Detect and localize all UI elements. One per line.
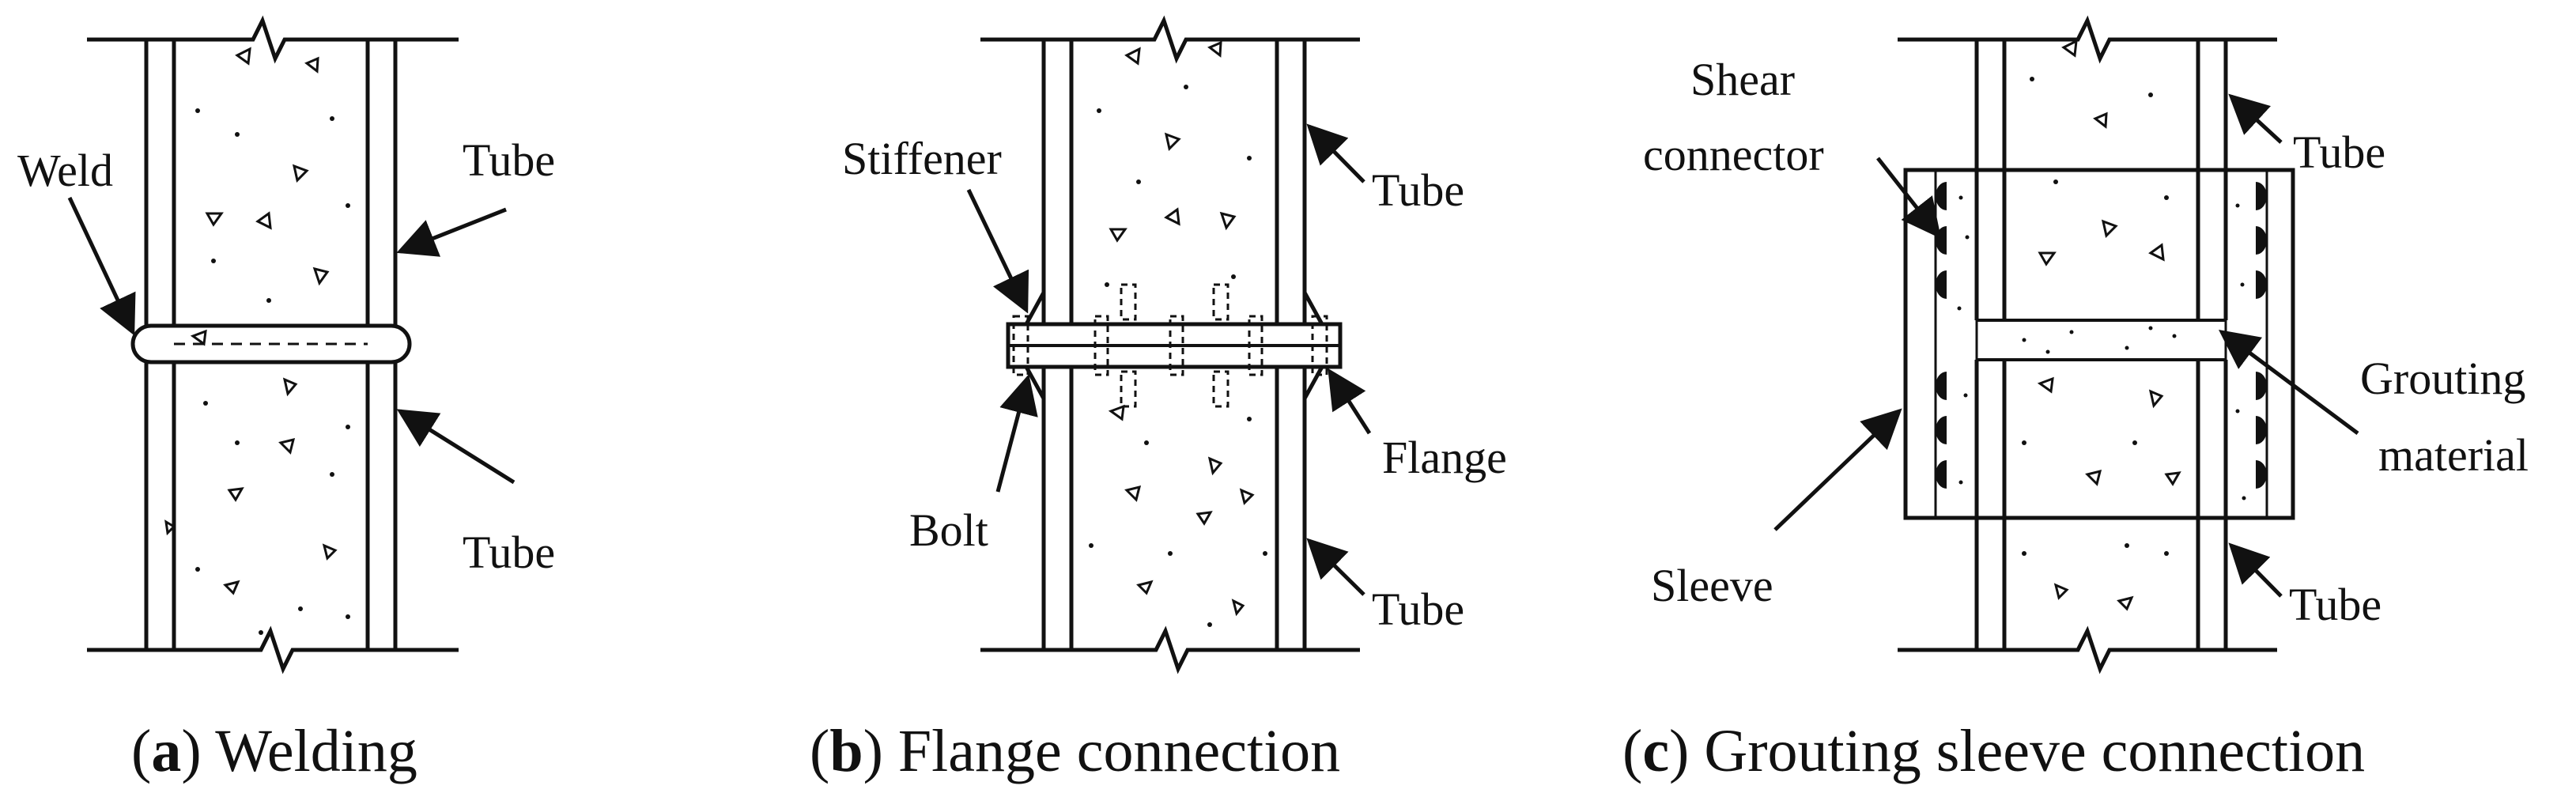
top-break-line xyxy=(980,15,1360,64)
tube-top-label: Tube xyxy=(2293,127,2385,178)
sleeve xyxy=(1903,168,2295,520)
grout-dots xyxy=(1957,195,2246,500)
sleeve-leader-arrow xyxy=(1773,408,1902,531)
shear-connector-label-line1: Shear xyxy=(1690,54,1795,105)
top-break-line xyxy=(1898,15,2277,64)
concrete-infill xyxy=(2037,39,2181,611)
tube-top-label: Tube xyxy=(1372,164,1464,216)
grouting-leader-arrow xyxy=(2218,330,2359,436)
tube-top-leader-arrow xyxy=(396,207,507,257)
sleeve-label: Sleeve xyxy=(1651,560,1773,611)
grout-gap xyxy=(1975,319,2227,361)
concrete-infill xyxy=(164,47,338,595)
tube-top-leader-arrow xyxy=(2228,93,2283,144)
concrete-dots xyxy=(2022,77,2169,556)
stiffener-leader-arrow xyxy=(966,188,1029,314)
shear-connector-label-line2: connector xyxy=(1643,129,1824,180)
weld-leader-arrow xyxy=(67,196,136,336)
stiffener-right xyxy=(1302,291,1324,400)
tube-bottom-label: Tube xyxy=(1372,584,1464,635)
grouting-label-line2: material xyxy=(2378,429,2529,481)
bolt-label: Bolt xyxy=(909,504,988,556)
weld-label: Weld xyxy=(17,145,113,196)
concrete-infill xyxy=(1108,40,1255,617)
concrete-dots xyxy=(1089,85,1267,627)
bottom-break-line xyxy=(980,625,1360,674)
tube-bottom-leader-arrow xyxy=(396,409,516,485)
panel-welding xyxy=(67,15,516,674)
shear-connectors xyxy=(1936,182,2267,489)
bottom-break-line xyxy=(1898,625,2277,674)
bolts xyxy=(1012,283,1328,408)
tube-bottom-leader-arrow xyxy=(2228,542,2283,598)
bolt-leader-arrow xyxy=(995,374,1038,493)
tube-bottom-label: Tube xyxy=(2289,579,2381,630)
flange-label: Flange xyxy=(1382,432,1507,483)
caption-welding: (a) Welding xyxy=(131,718,417,784)
shear-connector-leader-arrow xyxy=(1876,157,1942,239)
tube-bottom-leader-arrow xyxy=(1306,538,1365,596)
top-break-line xyxy=(87,15,459,64)
stiffener-label: Stiffener xyxy=(842,133,1002,184)
concrete-dots xyxy=(195,108,350,635)
tube-top-label: Tube xyxy=(463,134,555,186)
caption-grouting-sleeve: (c) Grouting sleeve connection xyxy=(1622,718,2365,784)
tube-top-leader-arrow xyxy=(1306,123,1365,183)
tube-bottom-label: Tube xyxy=(463,527,555,578)
grouting-label-line1: Grouting xyxy=(2360,353,2525,404)
caption-flange: (b) Flange connection xyxy=(810,718,1340,784)
bottom-break-line xyxy=(87,625,459,674)
flange-leader-arrow xyxy=(1328,368,1372,435)
panel-flange xyxy=(966,15,1372,674)
panel-grouting-sleeve xyxy=(1773,15,2359,674)
